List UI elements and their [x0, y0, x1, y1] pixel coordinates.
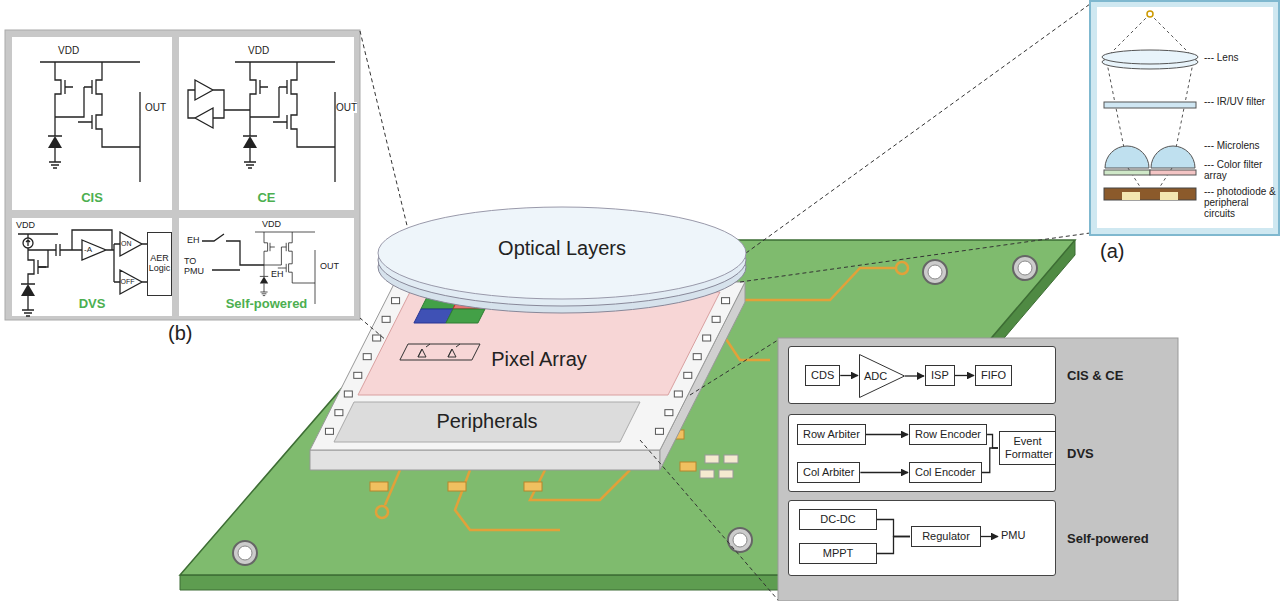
pixel-circuit [235, 62, 335, 182]
node-label: Self-powered [226, 296, 308, 311]
node-label: ADC [864, 370, 887, 382]
node-label: ISP [931, 369, 949, 382]
sub-panel [179, 37, 354, 210]
process-box: MPPT [799, 543, 877, 564]
transistor [28, 252, 46, 282]
sub-panel [12, 218, 172, 316]
panel-tag: (a) [1100, 240, 1124, 262]
node-label: Self-powered [1067, 531, 1149, 546]
smd-part [700, 455, 738, 478]
chip-side [310, 450, 660, 470]
layer-label: --- Microlens [1204, 140, 1276, 151]
node-label: CIS & CE [1067, 368, 1123, 383]
layer-label: --- Color filter array [1204, 159, 1276, 181]
peripheral-block: Peripherals [334, 402, 640, 442]
supply-label: VDD [248, 45, 269, 56]
node-label: FIFO [981, 369, 1006, 382]
layer-label: --- IR/UV filter [1204, 96, 1276, 107]
supply-label: VDD [16, 221, 35, 231]
node-label: Peripherals [436, 410, 537, 433]
layer-label: --- photodiode & peripheral circuits [1204, 186, 1276, 219]
pcb-edge [180, 575, 789, 590]
comparator-label: ON [121, 240, 132, 248]
pixel-circuit [255, 232, 315, 304]
connector [877, 520, 910, 537]
node-label: DVS [79, 296, 106, 311]
supply-label: VDD [58, 45, 79, 56]
node-label: DC-DC [805, 513, 871, 526]
signal-label: EH [187, 236, 200, 246]
latch-circuit [188, 80, 250, 128]
panel-background [5, 30, 360, 320]
circuit-panel: CIS [12, 37, 172, 210]
node-label: Pixel Array [491, 348, 587, 371]
zoom-leader [360, 4, 1090, 600]
logic-box: AER Logic [147, 232, 172, 296]
node-label: CDS [811, 369, 834, 382]
node-label: CIS [81, 190, 103, 205]
panel-tag: (b) [168, 322, 192, 344]
pixel-circuit [40, 62, 140, 182]
node-label: Optical Layers [498, 237, 626, 260]
photodiode [21, 284, 35, 316]
harvest-switch [202, 234, 264, 270]
connector [860, 472, 908, 473]
pipeline-group: CIS & CECDSADCISPFIFO [788, 346, 1056, 404]
circuit-panel: DVS AER Logic [12, 218, 172, 316]
optics-cross-section [1102, 11, 1198, 200]
connector [905, 375, 924, 376]
process-box: Col Encoder [909, 462, 982, 483]
node-label: Col Arbiter [803, 466, 854, 479]
signal-label: OUT [320, 262, 339, 272]
signal-label: OUT [336, 102, 357, 113]
process-box: Row Encoder [909, 424, 987, 445]
circuit-panel: CE [179, 37, 354, 210]
connector [981, 536, 998, 537]
process-box: Col Arbiter [797, 462, 860, 483]
connector [987, 435, 998, 449]
signal-label: TO PMU [184, 257, 211, 277]
sub-panel [12, 37, 172, 210]
sub-panel [179, 218, 354, 316]
node-label: MPPT [805, 547, 871, 560]
process-box: DC-DC [799, 509, 877, 530]
comparator-label: OFF [121, 278, 135, 286]
panel-background [1090, 1, 1279, 235]
supply-label: VDD [262, 220, 281, 230]
optical-stack: Optical Layers [376, 205, 748, 317]
layer-label: --- Lens [1204, 52, 1276, 63]
process-box: Regulator [911, 526, 981, 547]
node-label: Event Formatter [1005, 435, 1050, 461]
dvs-circuit [18, 230, 147, 294]
node-label: Regulator [917, 530, 975, 543]
signal-label: PMU [1001, 529, 1025, 541]
node-label: DVS [1067, 446, 1094, 461]
process-box: Event Formatter [999, 431, 1056, 465]
process-box: CDS [805, 365, 840, 386]
signal-label: EH [271, 270, 284, 280]
pipeline-group: DVSRow ArbiterCol ArbiterRow EncoderCol … [788, 414, 1056, 492]
process-box: FIFO [975, 365, 1012, 386]
connector [982, 448, 998, 473]
node-label: AER Logic [149, 254, 171, 274]
connector [955, 375, 974, 376]
node-label: Row Arbiter [803, 428, 860, 441]
process-box: Row Arbiter [797, 424, 866, 445]
node-shape [376, 205, 748, 317]
adc-triangle: ADC [859, 354, 905, 398]
process-box: ISP [925, 365, 955, 386]
node-label: Row Encoder [915, 428, 981, 441]
amplifier-label: -A [84, 246, 92, 255]
signal-label: OUT [145, 102, 166, 113]
connector [877, 537, 910, 554]
node-label: CE [257, 190, 275, 205]
node-label: Col Encoder [915, 466, 976, 479]
connector [840, 375, 858, 376]
panel-background [778, 338, 1178, 601]
connector [866, 434, 908, 435]
